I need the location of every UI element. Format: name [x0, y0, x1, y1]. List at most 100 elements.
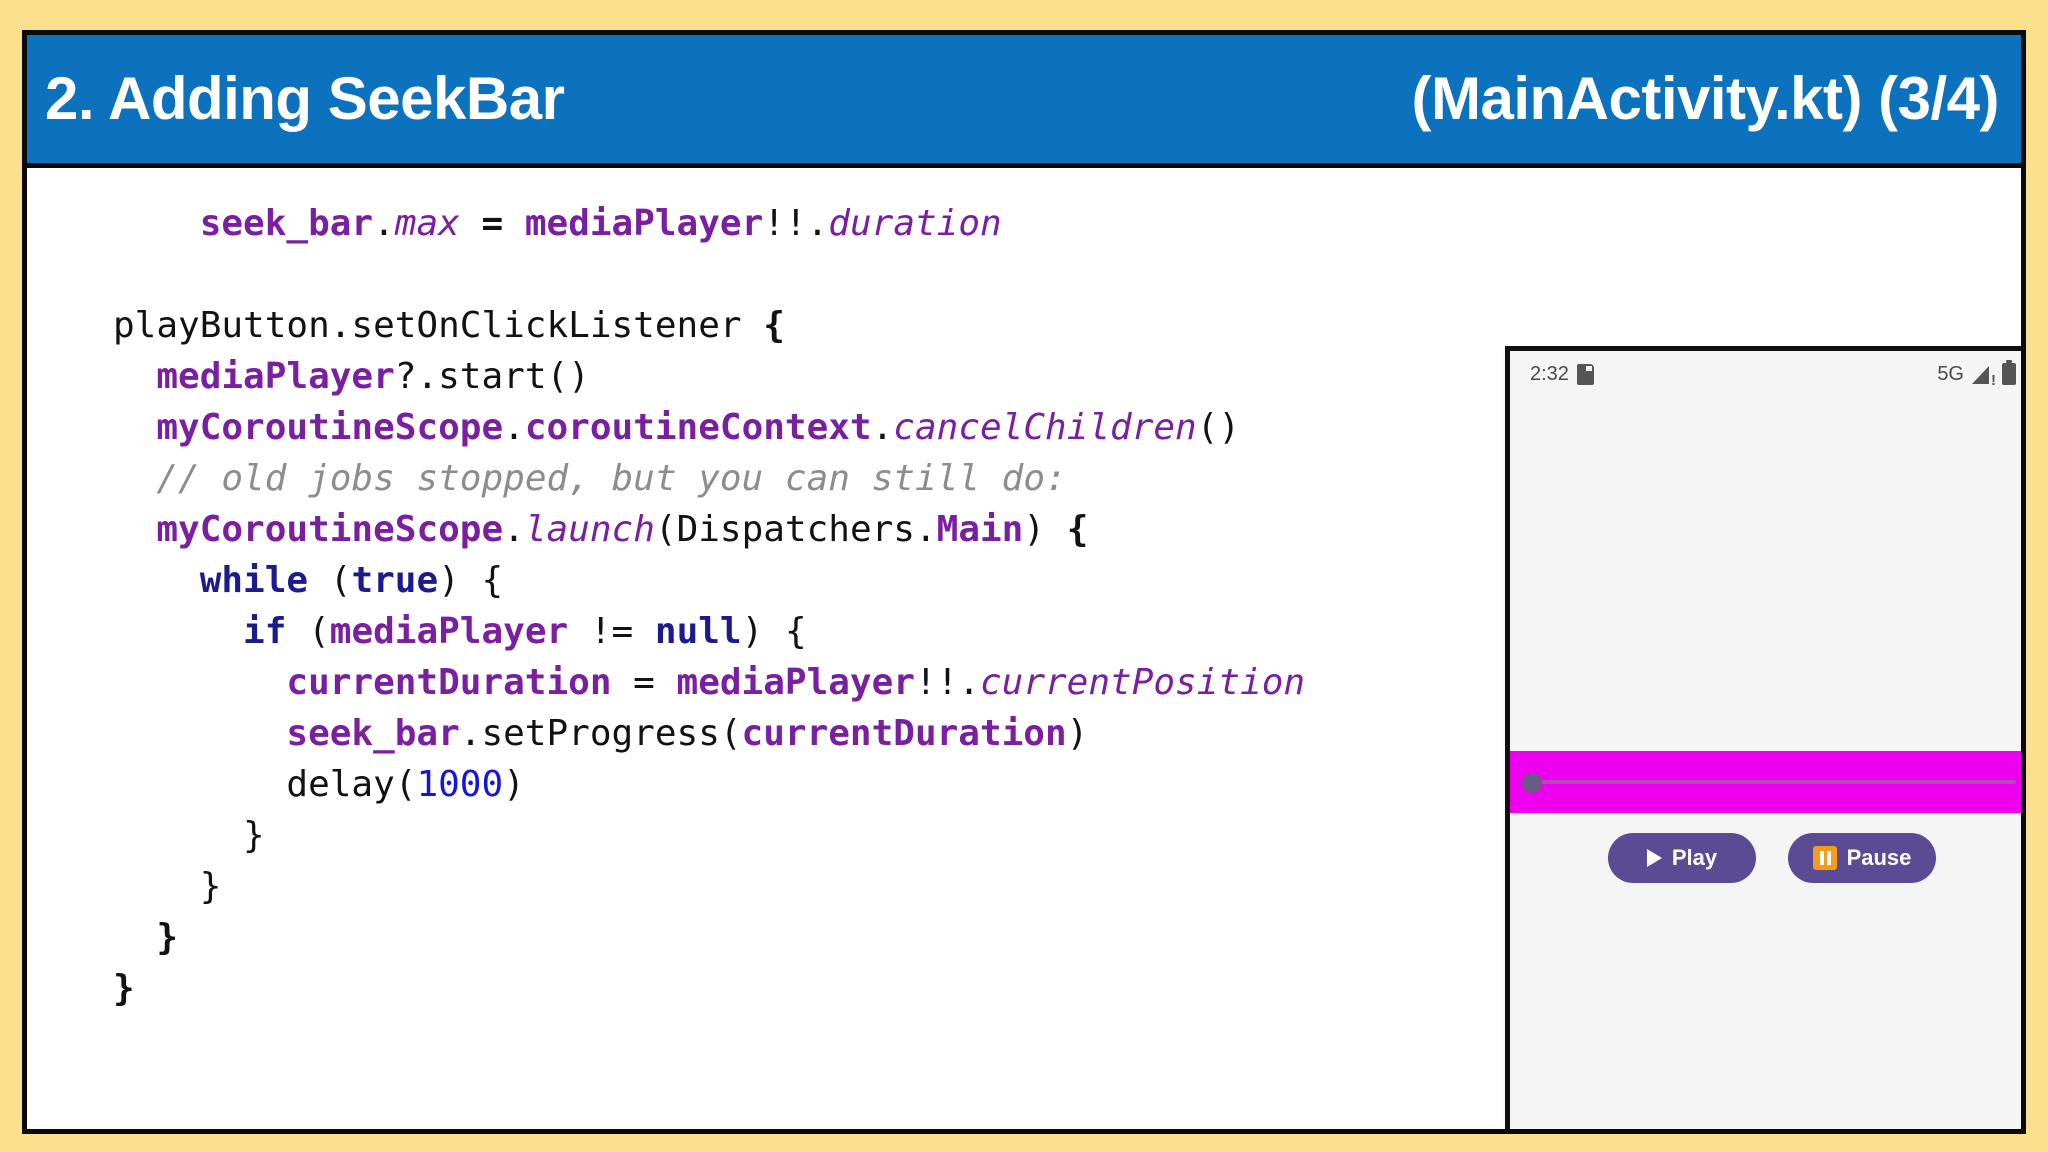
token-close-brace: }: [113, 968, 135, 1009]
indent: [113, 866, 200, 907]
token-dot: .: [373, 203, 395, 244]
indent: [113, 662, 286, 703]
token-my-coroutine-scope: myCoroutineScope: [156, 509, 504, 550]
token-paren-open: (: [286, 611, 330, 652]
token-paren-close: ) {: [438, 560, 504, 601]
play-button-label: Play: [1671, 845, 1718, 870]
token-cancel-children: cancelChildren: [893, 407, 1197, 448]
token-media-player: mediaPlayer: [676, 662, 915, 703]
token-delay-value: 1000: [416, 764, 504, 805]
pause-bars-icon: [1812, 846, 1837, 870]
indent: [113, 764, 286, 805]
token-play-button-call: playButton.setOnClickListener: [113, 305, 764, 346]
pause-button-label: Pause: [1846, 845, 1912, 870]
page-title: 2. Adding SeekBar: [45, 65, 565, 132]
indent: [113, 560, 200, 601]
token-bangbang: !!.: [763, 203, 829, 244]
token-parens: (): [1196, 407, 1241, 448]
token-delay: delay(: [286, 764, 417, 805]
code-line: seek_bar.max = mediaPlayer!!.duration: [113, 198, 1913, 249]
indent: [113, 407, 156, 448]
play-triangle-icon: [1646, 849, 1662, 867]
status-bar-left: 2:32: [1530, 363, 1594, 386]
phone-mockup: 2:32 5G Play: [1505, 346, 2021, 1129]
sd-card-icon: [1576, 363, 1594, 385]
token-close-brace: }: [199, 866, 222, 907]
token-not-equals: !=: [568, 611, 655, 652]
token-duration: duration: [828, 203, 1002, 244]
play-button[interactable]: Play: [1608, 833, 1756, 883]
seek-bar-thumb[interactable]: [1522, 773, 1542, 793]
token-paren-close: ): [1023, 509, 1067, 550]
code-line: delay(1000): [113, 759, 1913, 810]
status-bar-right: 5G: [1937, 360, 2016, 388]
slide-frame: 2. Adding SeekBar (MainActivity.kt) (3/4…: [22, 30, 2026, 1134]
token-safe-start: ?.start(): [394, 356, 590, 397]
token-dot: .: [871, 407, 894, 448]
token-open-brace: {: [763, 305, 785, 346]
indent: [113, 713, 286, 754]
code-line: myCoroutineScope.launch(Dispatchers.Main…: [113, 504, 1913, 555]
phone-status-bar: 2:32 5G: [1510, 351, 2021, 397]
token-close-brace: }: [156, 917, 179, 958]
code-line: if (mediaPlayer != null) {: [113, 606, 1913, 657]
token-seek-bar: seek_bar: [199, 203, 374, 244]
code-line: }: [113, 861, 1913, 912]
signal-warning-icon: [1972, 364, 1996, 388]
token-dot: .: [503, 509, 525, 550]
token-equals: =: [611, 662, 677, 703]
clock-label: 2:32: [1530, 362, 1569, 385]
code-line: myCoroutineScope.coroutineContext.cancel…: [113, 402, 1913, 453]
token-launch: launch: [524, 509, 655, 550]
token-null: null: [654, 611, 742, 652]
code-line: while (true) {: [113, 555, 1913, 606]
code-line: mediaPlayer?.start(): [113, 351, 1913, 402]
token-while: while: [199, 560, 309, 601]
token-my-coroutine-scope: myCoroutineScope: [156, 407, 504, 448]
token-current-position: currentPosition: [979, 662, 1306, 703]
token-paren-close: ): [1066, 713, 1089, 754]
seek-bar-track: [1528, 780, 2016, 784]
code-line: playButton.setOnClickListener {: [113, 300, 1913, 351]
token-paren-open: (: [308, 560, 352, 601]
token-bangbang: !!.: [914, 662, 980, 703]
token-current-duration: currentDuration: [286, 662, 612, 703]
code-line: // old jobs stopped, but you can still d…: [113, 453, 1913, 504]
indent: [113, 611, 243, 652]
token-current-duration: currentDuration: [741, 713, 1067, 754]
token-close-brace: }: [243, 815, 265, 856]
slide-title-bar: 2. Adding SeekBar (MainActivity.kt) (3/4…: [27, 35, 2021, 168]
token-paren-close: ) {: [741, 611, 807, 652]
token-media-player: mediaPlayer: [156, 356, 395, 397]
pause-button[interactable]: Pause: [1788, 833, 1936, 883]
indent: [113, 356, 156, 397]
token-seek-bar: seek_bar: [286, 713, 460, 754]
media-controls-row: Play Pause: [1510, 833, 2021, 883]
code-line: seek_bar.setProgress(currentDuration): [113, 708, 1913, 759]
token-media-player: mediaPlayer: [524, 203, 764, 244]
battery-icon: [2002, 360, 2016, 385]
code-line: }: [113, 912, 1913, 963]
token-dispatchers: Dispatchers.: [676, 509, 937, 550]
code-line: }: [113, 963, 1913, 1014]
indent: [113, 917, 156, 958]
network-label: 5G: [1937, 362, 1964, 385]
token-comment: // old jobs stopped, but you can still d…: [156, 458, 1067, 499]
token-media-player: mediaPlayer: [329, 611, 569, 652]
indent: [113, 509, 156, 550]
token-equals: =: [459, 203, 525, 244]
code-line: currentDuration = mediaPlayer!!.currentP…: [113, 657, 1913, 708]
token-coroutine-context: coroutineContext: [524, 407, 872, 448]
token-set-progress: .setProgress(: [459, 713, 742, 754]
token-if: if: [243, 611, 287, 652]
code-blank-line: [113, 249, 1913, 300]
seek-bar[interactable]: [1510, 751, 2021, 813]
page-subtitle: (MainActivity.kt) (3/4): [1411, 65, 2000, 132]
token-paren-open: (: [654, 509, 677, 550]
token-paren-close: ): [503, 764, 525, 805]
indent: [113, 203, 200, 244]
token-true: true: [351, 560, 439, 601]
